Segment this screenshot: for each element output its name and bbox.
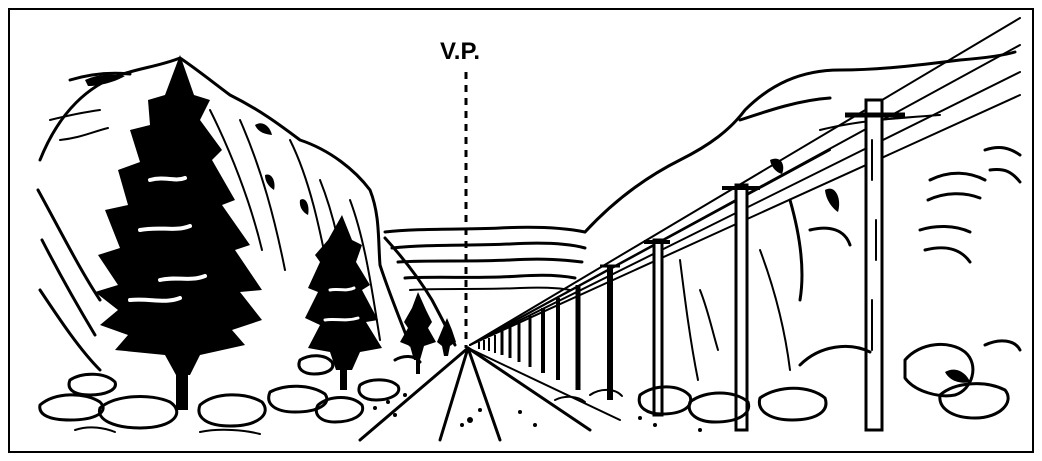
telegraph-poles: [479, 100, 905, 430]
vanishing-point-label: V.P.: [440, 38, 480, 66]
large-pine-tree: [95, 55, 262, 410]
pole-1: [845, 100, 905, 430]
right-mountain: [585, 52, 1020, 380]
medium-pine-tree: [305, 215, 382, 390]
tiny-pine-tree: [437, 318, 456, 356]
road: [360, 348, 620, 440]
